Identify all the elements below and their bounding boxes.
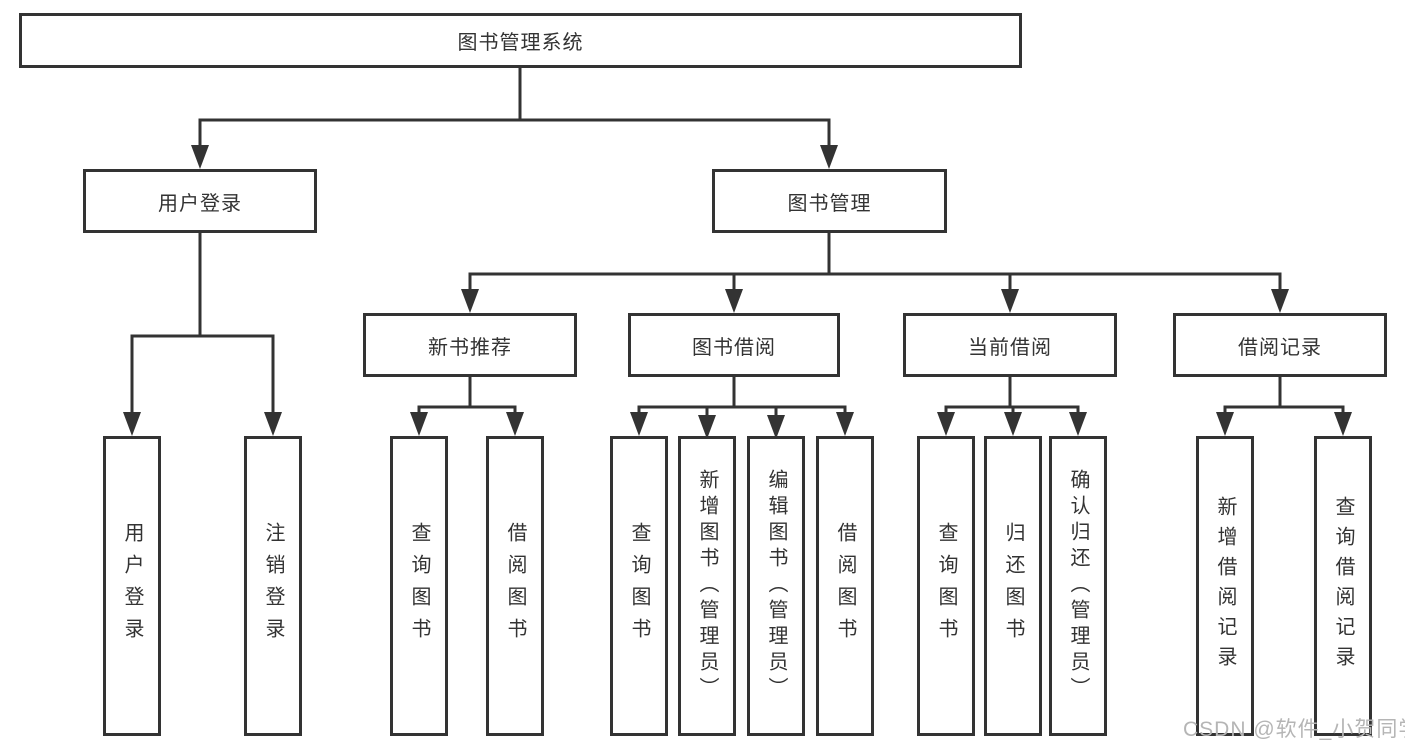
node-book-borrowing: 图书借阅 <box>628 313 840 377</box>
node-library-management-system: 图书管理系统 <box>19 13 1022 68</box>
leaf-user-login: 用户登录 <box>103 436 161 736</box>
node-label: 借阅图书 <box>504 522 526 650</box>
leaf-add-borrow-record: 新增借阅记录 <box>1196 436 1254 736</box>
node-label: 借阅图书 <box>834 522 856 650</box>
node-label: 借阅记录 <box>1238 336 1322 359</box>
node-borrowing-records: 借阅记录 <box>1173 313 1387 377</box>
leaf-query-books-current: 查询图书 <box>917 436 975 736</box>
node-label: 新增借阅记录 <box>1214 496 1236 676</box>
leaf-logout: 注销登录 <box>244 436 302 736</box>
node-label: 注销登录 <box>262 522 284 650</box>
node-label: 图书借阅 <box>692 336 776 359</box>
node-label: 查询借阅记录 <box>1332 496 1354 676</box>
node-label: 编辑图书（管理员） <box>765 469 787 703</box>
leaf-add-books-admin: 新增图书（管理员） <box>678 436 736 736</box>
node-label: 查询图书 <box>935 522 957 650</box>
node-label: 新书推荐 <box>428 336 512 359</box>
node-label: 查询图书 <box>628 522 650 650</box>
leaf-borrow-books: 借阅图书 <box>816 436 874 736</box>
node-label: 查询图书 <box>408 522 430 650</box>
node-label: 归还图书 <box>1002 522 1024 650</box>
node-user-login-branch: 用户登录 <box>83 169 317 233</box>
node-current-borrowing: 当前借阅 <box>903 313 1117 377</box>
leaf-edit-books-admin: 编辑图书（管理员） <box>747 436 805 736</box>
leaf-confirm-return-admin: 确认归还（管理员） <box>1049 436 1107 736</box>
node-new-book-recommendation: 新书推荐 <box>363 313 577 377</box>
node-label: 图书管理 <box>787 192 872 215</box>
node-label: 确认归还（管理员） <box>1067 469 1089 703</box>
leaf-borrow-books-recommend: 借阅图书 <box>486 436 544 736</box>
node-label: 新增图书（管理员） <box>696 469 718 703</box>
csdn-watermark: CSDN @软件_小贺同学 <box>1183 718 1405 741</box>
node-label: 用户登录 <box>158 192 242 215</box>
leaf-query-books-borrowing: 查询图书 <box>610 436 668 736</box>
node-label: 图书管理系统 <box>457 32 584 54</box>
node-book-management-branch: 图书管理 <box>712 169 947 233</box>
node-label: 当前借阅 <box>968 336 1052 359</box>
leaf-query-books-recommend: 查询图书 <box>390 436 448 736</box>
node-label: 用户登录 <box>121 522 143 650</box>
leaf-return-books: 归还图书 <box>984 436 1042 736</box>
leaf-query-borrow-record: 查询借阅记录 <box>1314 436 1372 736</box>
